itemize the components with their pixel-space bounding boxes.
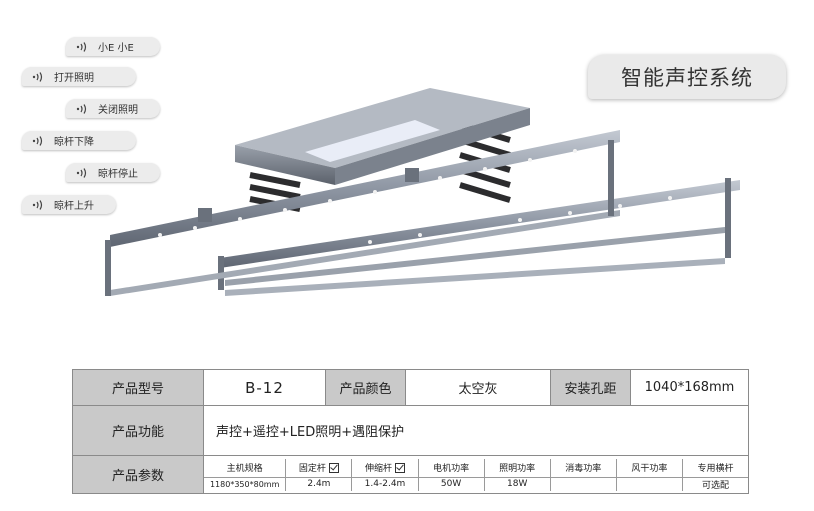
param-crossbar: 专用横杆 可选配 bbox=[681, 458, 749, 491]
voice-bubble-1: 小E 小E bbox=[66, 37, 160, 56]
voice-bubble-3: 关闭照明 bbox=[66, 99, 160, 118]
sound-wave-icon bbox=[76, 103, 88, 114]
sound-wave-icon bbox=[76, 41, 88, 52]
voice-command-label: 小E 小E bbox=[98, 43, 134, 54]
page-title: 智能声控系统 bbox=[621, 66, 753, 90]
param-value: 可选配 bbox=[701, 480, 729, 491]
function-value: 声控+遥控+LED照明+遇阻保护 bbox=[203, 405, 749, 456]
voice-command-label: 打开照明 bbox=[54, 73, 94, 84]
sound-wave-icon bbox=[32, 199, 44, 210]
front-bar bbox=[105, 130, 620, 296]
control-box bbox=[235, 88, 530, 185]
bar-holes bbox=[158, 149, 672, 244]
voice-bubble-6: 晾杆上升 bbox=[22, 195, 116, 214]
function-label: 产品功能 bbox=[72, 405, 204, 456]
params-grid: 主机规格 1180*350*80mm 固定杆 2.4m 伸缩杆 1.4-2.4m… bbox=[204, 458, 749, 491]
checkbox-icon bbox=[328, 462, 339, 473]
param-header-row: 固定杆 bbox=[286, 459, 352, 478]
param-header: 风干功率 bbox=[616, 459, 682, 478]
color-value: 太空灰 bbox=[405, 369, 551, 406]
voice-bubble-2: 打开照明 bbox=[22, 67, 136, 86]
params-label: 产品参数 bbox=[72, 455, 204, 494]
param-motor-power: 电机功率 50W bbox=[417, 458, 484, 491]
param-header: 电机功率 bbox=[418, 459, 484, 478]
drying-rack-illustration bbox=[105, 88, 740, 296]
hole-distance-label: 安装孔距 bbox=[550, 369, 631, 406]
param-value bbox=[617, 478, 682, 491]
param-header: 专用横杆 bbox=[682, 459, 749, 478]
param-value: 1.4-2.4m bbox=[364, 479, 406, 489]
param-header: 伸缩杆 bbox=[364, 464, 392, 474]
param-value: 1180*350*80mm bbox=[209, 479, 280, 489]
param-host-spec: 主机规格 1180*350*80mm bbox=[204, 459, 286, 491]
param-value bbox=[551, 478, 616, 491]
sound-wave-icon bbox=[32, 71, 44, 82]
param-header: 照明功率 bbox=[484, 459, 550, 478]
color-label: 产品颜色 bbox=[325, 369, 406, 406]
param-telescopic-rod: 伸缩杆 1.4-2.4m bbox=[351, 458, 418, 491]
voice-command-label: 晾杆上升 bbox=[54, 201, 94, 212]
params-cell: 主机规格 1180*350*80mm 固定杆 2.4m 伸缩杆 1.4-2.4m… bbox=[203, 455, 749, 494]
voice-command-label: 晾杆下降 bbox=[54, 137, 94, 148]
voice-bubble-4: 晾杆下降 bbox=[22, 131, 136, 150]
voice-bubble-5: 晾杆停止 bbox=[66, 163, 160, 182]
model-label: 产品型号 bbox=[72, 369, 204, 406]
spec-table: 产品型号 B-12 产品颜色 太空灰 安装孔距 1040*168mm 产品功能 … bbox=[72, 369, 749, 494]
param-drying-power: 风干功率 bbox=[615, 458, 682, 491]
param-header: 固定杆 bbox=[298, 464, 326, 474]
sound-wave-icon bbox=[32, 135, 44, 146]
param-fixed-rod: 固定杆 2.4m bbox=[285, 458, 352, 491]
model-value: B-12 bbox=[203, 369, 326, 406]
param-value: 50W bbox=[440, 479, 462, 489]
param-value: 18W bbox=[507, 479, 528, 489]
sound-wave-icon bbox=[76, 167, 88, 178]
voice-command-label: 晾杆停止 bbox=[98, 169, 138, 180]
checkbox-icon bbox=[395, 462, 405, 473]
param-header-row: 伸缩杆 bbox=[352, 459, 418, 478]
param-disinfection-power: 消毒功率 bbox=[549, 458, 616, 491]
voice-command-label: 关闭照明 bbox=[98, 105, 138, 116]
param-header: 消毒功率 bbox=[550, 459, 616, 478]
param-header: 主机规格 bbox=[204, 459, 286, 478]
hole-distance-value: 1040*168mm bbox=[630, 369, 749, 406]
param-value: 2.4m bbox=[307, 479, 331, 489]
param-lighting-power: 照明功率 18W bbox=[483, 458, 550, 491]
title-bubble: 智能声控系统 bbox=[588, 55, 786, 99]
